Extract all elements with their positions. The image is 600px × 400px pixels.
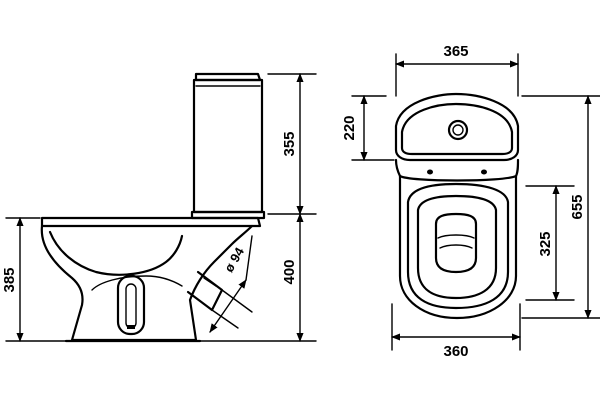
dim-tank-depth: 220 bbox=[341, 95, 395, 161]
dim-label-tank-height: 355 bbox=[281, 131, 298, 156]
bowl-body bbox=[40, 216, 262, 343]
dim-label-bowl-height: 400 bbox=[281, 259, 298, 284]
dim-outlet-diameter: ø 94 bbox=[209, 235, 253, 333]
dim-bowl-opening: 325 bbox=[525, 185, 575, 301]
dim-seat-height: 385 bbox=[1, 217, 67, 342]
dim-label-tank-width: 365 bbox=[443, 43, 468, 60]
dim-bowl-height: 400 bbox=[199, 213, 317, 342]
dim-label-seat-height: 385 bbox=[1, 267, 18, 292]
side-view: 355 400 385 ø 94 bbox=[1, 72, 317, 343]
top-view: 365 220 360 325 655 bbox=[341, 43, 600, 360]
dim-label-bowl-width: 360 bbox=[443, 343, 468, 360]
dim-label-total-length: 655 bbox=[569, 194, 586, 219]
cistern-tank bbox=[190, 72, 266, 220]
dim-total-length: 655 bbox=[521, 95, 600, 319]
bowl-top bbox=[394, 158, 520, 320]
tank-top bbox=[394, 92, 520, 162]
dim-tank-width: 365 bbox=[395, 43, 519, 97]
dim-label-tank-depth: 220 bbox=[341, 115, 358, 140]
dim-tank-height: 355 bbox=[267, 73, 317, 215]
dim-label-bowl-opening: 325 bbox=[537, 231, 554, 256]
dim-label-outlet-diameter: ø 94 bbox=[221, 244, 247, 275]
dim-bowl-width: 360 bbox=[391, 303, 521, 360]
